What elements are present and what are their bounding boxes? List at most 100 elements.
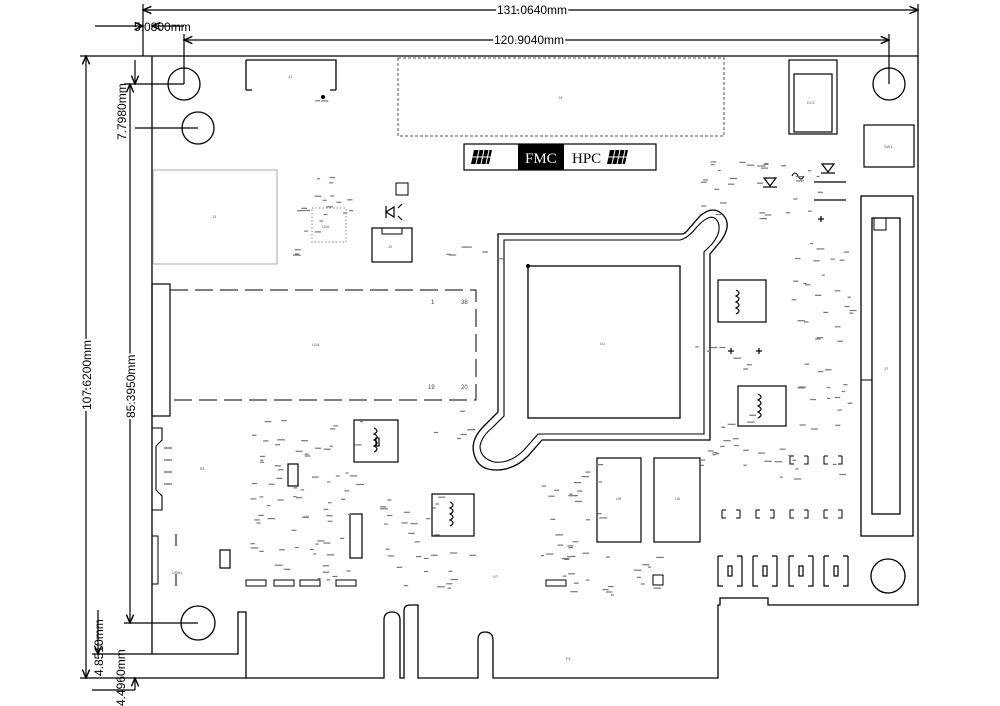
silk-mark	[387, 499, 392, 501]
silk-mark	[457, 437, 461, 440]
dim-bottom-b: 4.4960mm	[114, 649, 128, 706]
silk-mark	[739, 161, 746, 163]
silk-mark	[328, 502, 332, 504]
silk-mark	[633, 569, 642, 571]
j7-connector	[860, 195, 914, 537]
silk-mark	[808, 170, 812, 172]
silk-mark	[795, 468, 799, 470]
u18-connector	[169, 289, 477, 401]
silk-mark	[764, 214, 772, 216]
silk-mark	[251, 482, 257, 485]
silk-mark	[301, 440, 308, 442]
silk-mark	[839, 259, 845, 261]
silk-mark	[849, 309, 857, 312]
silk-mark	[346, 570, 351, 572]
silk-mark	[482, 251, 489, 253]
svg-text:1: 1	[431, 300, 435, 306]
silk-mark	[642, 564, 650, 566]
silk-mark	[706, 350, 712, 352]
silk-mark	[746, 164, 755, 166]
silk-mark	[435, 503, 440, 505]
silk-mark	[844, 305, 850, 308]
dim-top-inner: 120.9040mm	[494, 33, 564, 47]
silk-mark	[317, 178, 321, 180]
silk-mark	[815, 338, 821, 340]
silk-mark	[340, 537, 345, 539]
silk-mark	[433, 431, 439, 434]
silk-mark	[564, 558, 570, 560]
silk-mark	[313, 553, 317, 555]
silk-mark	[809, 243, 814, 245]
silk-mark	[728, 183, 735, 185]
silk-mark	[743, 464, 747, 466]
silk-mark	[259, 550, 264, 552]
silk-mark	[749, 414, 756, 416]
silk-mark	[326, 554, 335, 556]
silk-mark	[329, 182, 334, 184]
silk-mark	[260, 455, 265, 457]
silk-mark	[796, 180, 804, 182]
silk-mark	[733, 357, 742, 359]
dim-bottom-a: 4.8510mm	[92, 619, 106, 676]
silk-mark	[781, 165, 787, 167]
svg-text:U1: U1	[600, 341, 606, 346]
dim-top-outer: 131.0640mm	[497, 3, 567, 17]
silk-mark	[839, 473, 847, 476]
silk-mark	[349, 475, 357, 477]
silk-mark	[701, 205, 707, 207]
silk-mark	[295, 546, 299, 549]
silk-mark	[715, 453, 720, 455]
silk-mark	[447, 587, 451, 589]
silk-mark	[408, 532, 415, 534]
silk-mark	[599, 517, 608, 519]
silk-mark	[304, 230, 308, 232]
silk-mark	[795, 257, 801, 260]
silk-mark	[469, 554, 476, 556]
fpga-u1	[527, 265, 681, 419]
silk-mark	[464, 246, 472, 248]
silk-mark	[720, 445, 725, 448]
silk-mark	[561, 558, 570, 560]
silk-mark	[461, 246, 466, 248]
silk-mark	[764, 460, 772, 462]
svg-text:19: 19	[428, 385, 435, 391]
silk-mark	[729, 177, 737, 179]
silk-mark	[723, 440, 731, 442]
silk-mark	[276, 477, 283, 479]
silk-mark	[349, 210, 354, 212]
silk-mark	[719, 346, 726, 349]
silk-mark	[345, 472, 349, 474]
sw1-switch	[863, 124, 915, 168]
silk-mark	[568, 573, 575, 575]
silk-mark	[434, 534, 440, 536]
silk-mark	[821, 274, 825, 276]
silk-mark	[847, 296, 851, 298]
silk-mark	[380, 508, 388, 510]
silk-mark	[541, 485, 546, 487]
silk-mark	[380, 506, 387, 508]
silk-mark	[449, 552, 458, 554]
silk-mark	[333, 425, 339, 427]
silk-mark	[803, 282, 807, 285]
silk-mark	[574, 495, 578, 497]
silk-mark	[804, 363, 810, 365]
silk-mark	[312, 476, 319, 478]
silk-mark	[813, 260, 820, 262]
silk-mark	[574, 582, 579, 584]
silk-mark	[430, 554, 438, 556]
silk-mark	[291, 529, 297, 531]
silk-mark	[557, 544, 564, 546]
silk-mark	[817, 191, 823, 193]
silk-mark	[582, 552, 590, 554]
silk-mark	[805, 284, 811, 286]
silk-mark	[793, 478, 802, 480]
silk-mark	[268, 483, 275, 485]
svg-text:SW1: SW1	[884, 144, 893, 149]
silk-mark	[793, 280, 799, 282]
silk-mark	[714, 188, 720, 190]
silk-mark	[568, 495, 576, 497]
silk-mark	[330, 428, 336, 430]
silk-mark	[275, 444, 281, 446]
board-outline	[151, 55, 919, 679]
silk-mark	[640, 583, 645, 585]
